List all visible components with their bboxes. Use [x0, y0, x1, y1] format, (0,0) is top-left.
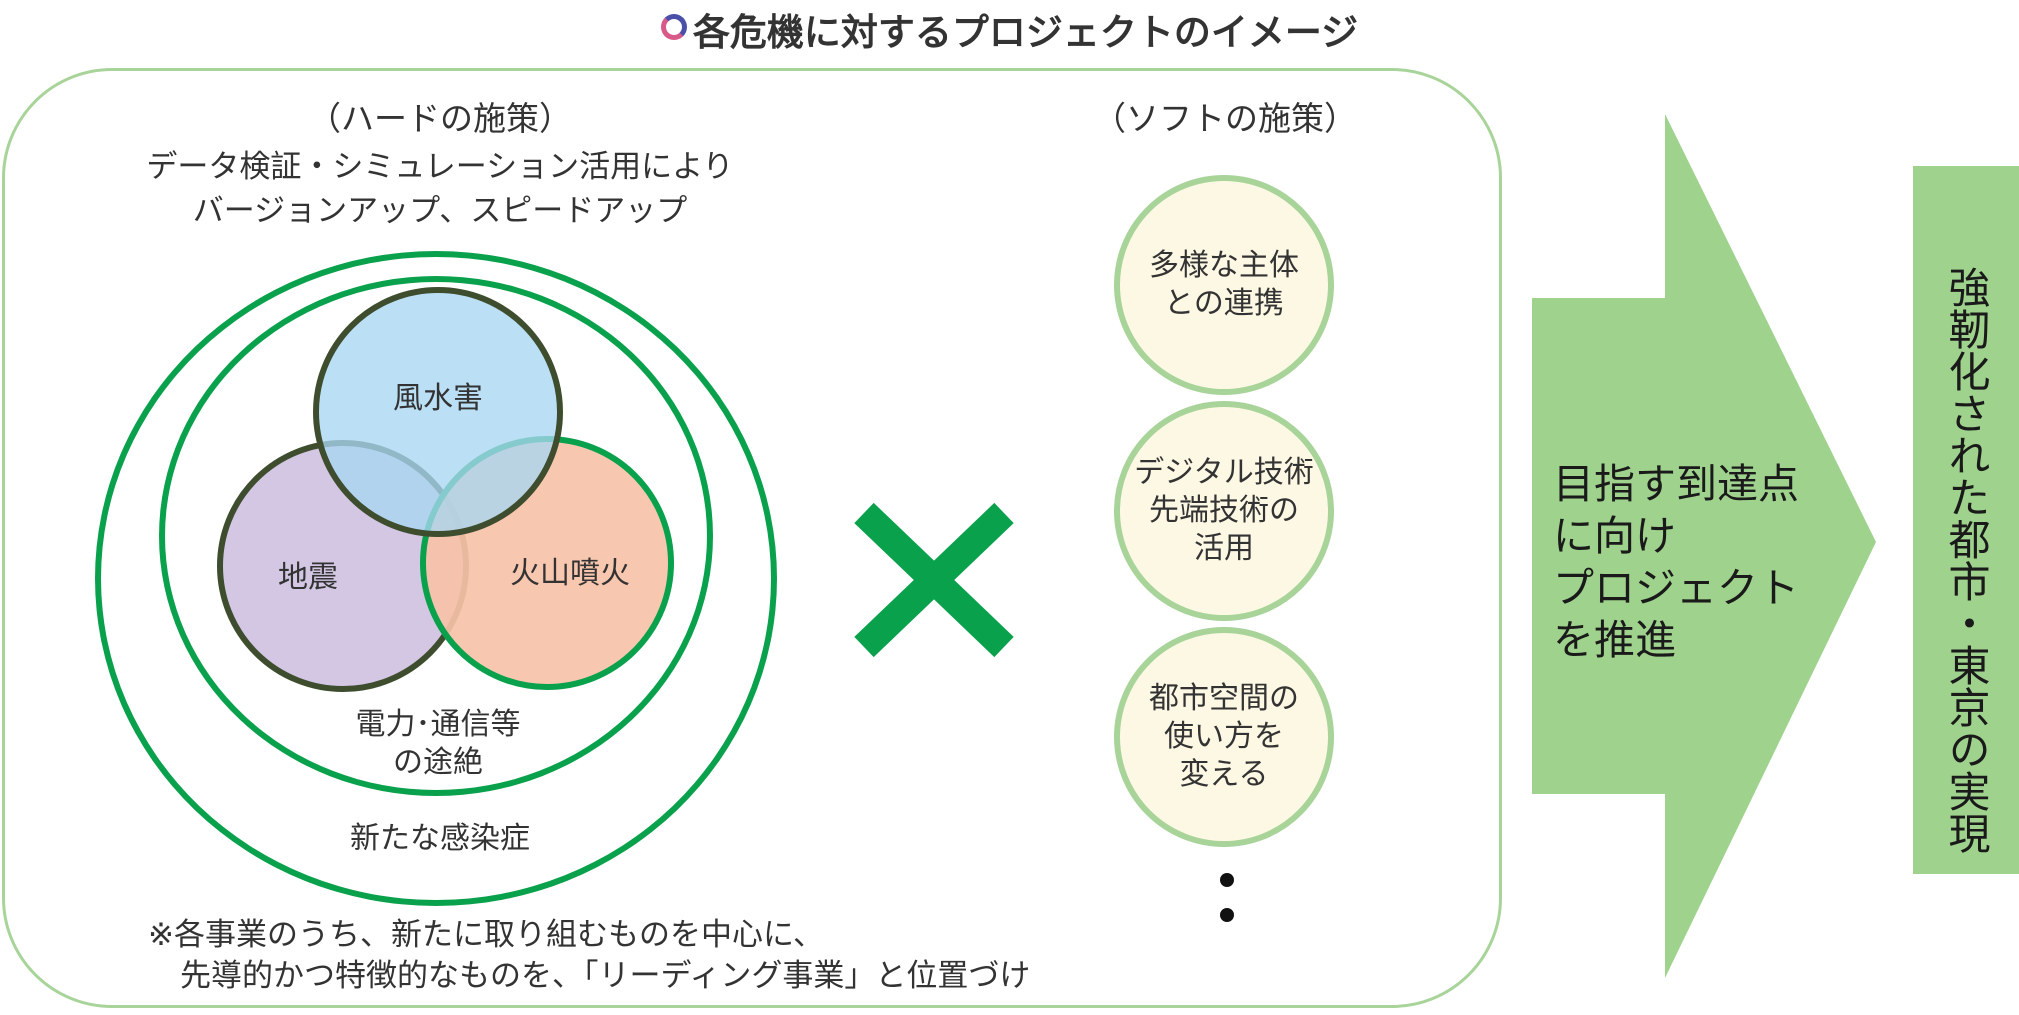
- hard-measures-heading: （ハードの施策）: [308, 99, 572, 138]
- hard-description-line1: データ検証・シミュレーション活用により: [146, 149, 734, 185]
- hard-description-line2: バージョンアップ、スピードアップ: [192, 193, 688, 229]
- power-comm-ring: [159, 276, 713, 796]
- earthquake-label: 地震: [278, 560, 338, 595]
- continuation-dot: [1220, 908, 1234, 922]
- footnote-line2: 先導的かつ特徴的なものを、「リーディング事業」と位置づけ: [180, 958, 1031, 994]
- measures-panel: [2, 68, 1502, 1008]
- volcano-label: 火山噴火: [510, 556, 630, 591]
- infection-ring: [95, 251, 777, 906]
- hazard-venn-diagram: [217, 287, 674, 692]
- title-bullet-icon: [660, 14, 687, 40]
- wind-flood-circle: [313, 287, 563, 537]
- infection-label: 新たな感染症: [350, 821, 530, 856]
- soft-item-label: 都市空間の 使い方を 変える: [1149, 681, 1299, 792]
- soft-item-collaboration: 多様な主体 との連携: [1114, 175, 1334, 395]
- soft-item-label: 多様な主体 との連携: [1149, 248, 1299, 321]
- soft-item-digital-tech: デジタル技術 先端技術の 活用: [1114, 401, 1334, 621]
- title-text: 各危機に対するプロジェクトのイメージ: [692, 11, 1359, 54]
- soft-measures-heading: （ソフトの施策）: [1093, 99, 1357, 138]
- power-comm-label-line2: の途絶: [393, 745, 483, 780]
- soft-item-urban-space: 都市空間の 使い方を 変える: [1114, 627, 1334, 847]
- promotion-arrow: [1532, 114, 1876, 978]
- soft-item-label: デジタル技術 先端技術の 活用: [1134, 455, 1314, 566]
- goal-box: [1913, 166, 2019, 874]
- page-title: 各危機に対するプロジェクトのイメージ: [0, 2, 2019, 56]
- continuation-dot: [1220, 873, 1234, 887]
- goal-label: 強靭化された都市・東京の実現: [1942, 266, 1991, 854]
- footnote-line1: ※各事業のうち、新たに取り組むものを中心に、: [148, 917, 825, 953]
- multiply-icon: [854, 502, 1014, 658]
- wind-flood-label: 風水害: [393, 381, 483, 416]
- power-comm-label-line1: 電力･通信等: [355, 707, 521, 742]
- arrow-label: 目指す到達点 に向け プロジェクト を推進: [1553, 460, 1799, 664]
